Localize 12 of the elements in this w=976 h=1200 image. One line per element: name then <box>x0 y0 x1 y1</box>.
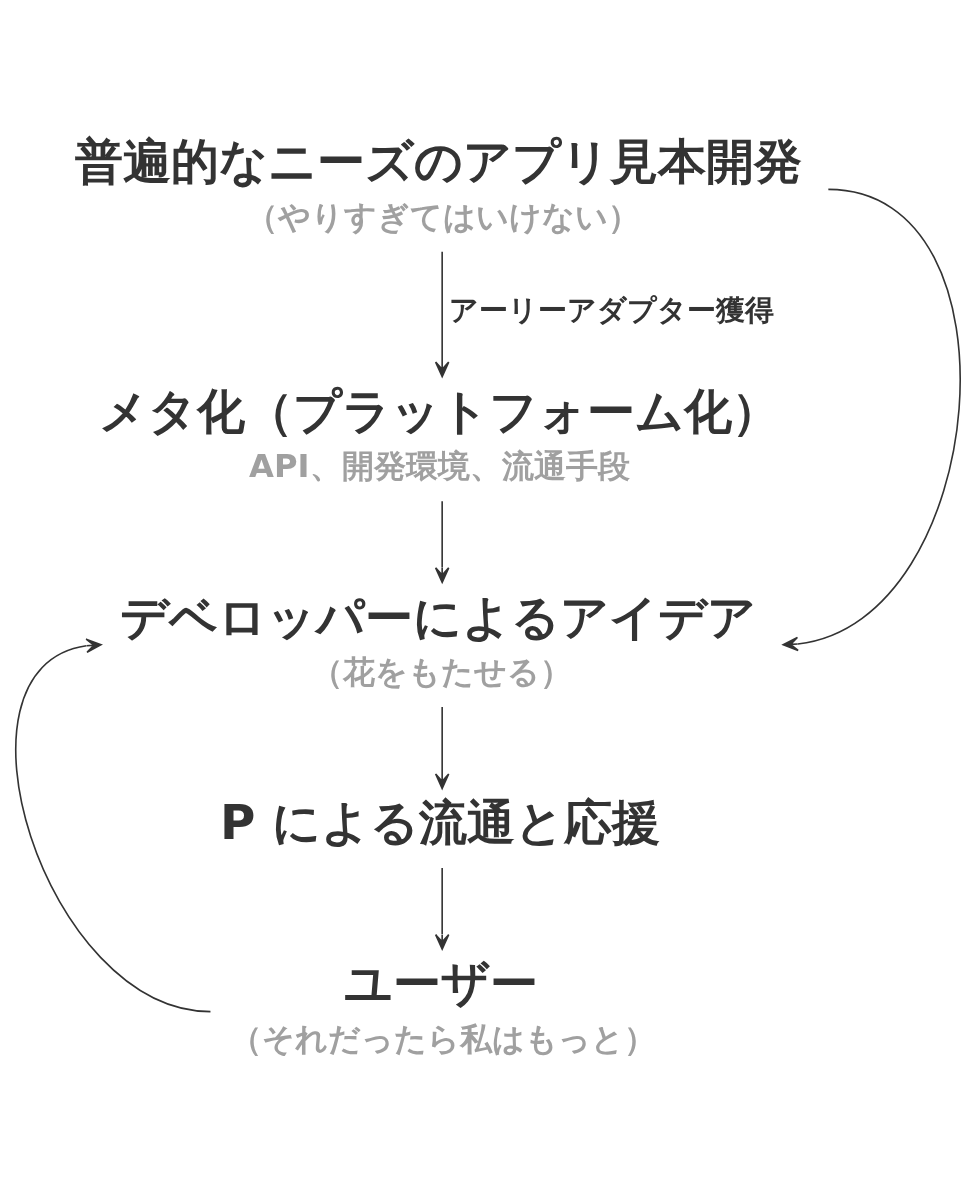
arrow <box>434 499 450 583</box>
node-text: ユーザー （それだったら私はもっと） <box>229 954 656 1058</box>
arrow <box>14 637 212 1012</box>
node-text: P による流通と応援 <box>220 793 661 850</box>
arrow <box>782 188 961 651</box>
node-text: 普遍的なニーズのアプリ見本開発 （やりすぎてはいけない） <box>75 132 803 236</box>
node-text: メタ化（プラットフォーム化） API、開発環境、流通手段 <box>99 382 781 485</box>
edge-label: アーリーアダプター獲得 <box>449 292 775 327</box>
arrow <box>434 866 450 950</box>
arrow <box>434 705 450 789</box>
node-text: デベロッパーによるアイデア （花をもたせる） <box>120 587 757 691</box>
arrow <box>434 250 450 377</box>
